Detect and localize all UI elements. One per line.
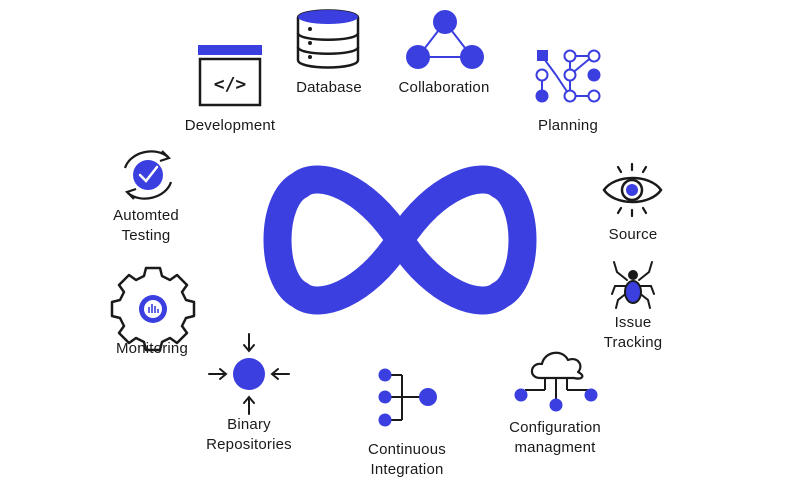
label-automated-testing-line1: Automted <box>113 207 179 224</box>
label-automated-testing: Automted Testing <box>113 206 179 246</box>
label-issue-tracking: Issue Tracking <box>604 313 663 353</box>
label-collaboration: Collaboration <box>398 79 490 96</box>
database-icon <box>296 9 360 69</box>
label-source: Source <box>608 226 658 243</box>
label-database: Database <box>296 79 362 96</box>
label-automated-testing-line2: Testing <box>121 227 171 244</box>
svg-text:</>: </> <box>214 74 247 95</box>
label-binary-repositories-line1: Binary <box>227 416 271 433</box>
merge-nodes-icon <box>378 368 437 427</box>
label-development: Development <box>184 117 276 134</box>
label-configuration-management: Configuration managment <box>509 418 601 458</box>
eye-icon <box>602 162 663 218</box>
label-binary-repositories-line2: Repositories <box>206 436 292 453</box>
label-monitoring: Monitoring <box>115 340 189 357</box>
bug-icon <box>611 261 655 309</box>
check-cycle-icon <box>123 150 173 200</box>
gear-monitor-icon <box>110 266 196 352</box>
code-window-icon: </> <box>198 45 262 107</box>
label-continuous-integration-line1: Continuous <box>368 441 446 458</box>
label-continuous-integration-line2: Integration <box>370 461 444 478</box>
arrows-converge-icon <box>208 333 290 415</box>
label-configuration-management-line1: Configuration <box>509 419 601 436</box>
label-continuous-integration: Continuous Integration <box>368 440 446 480</box>
infinity-loop-icon <box>263 165 537 315</box>
label-binary-repositories: Binary Repositories <box>206 415 292 455</box>
planning-nodes-icon <box>535 49 601 103</box>
label-planning: Planning <box>538 117 598 134</box>
cloud-network-icon <box>514 351 598 412</box>
label-issue-tracking-line2: Tracking <box>603 334 663 351</box>
label-configuration-management-line2: managment <box>514 439 596 456</box>
label-issue-tracking-line1: Issue <box>614 314 652 331</box>
collaboration-triangle-icon <box>406 10 484 69</box>
